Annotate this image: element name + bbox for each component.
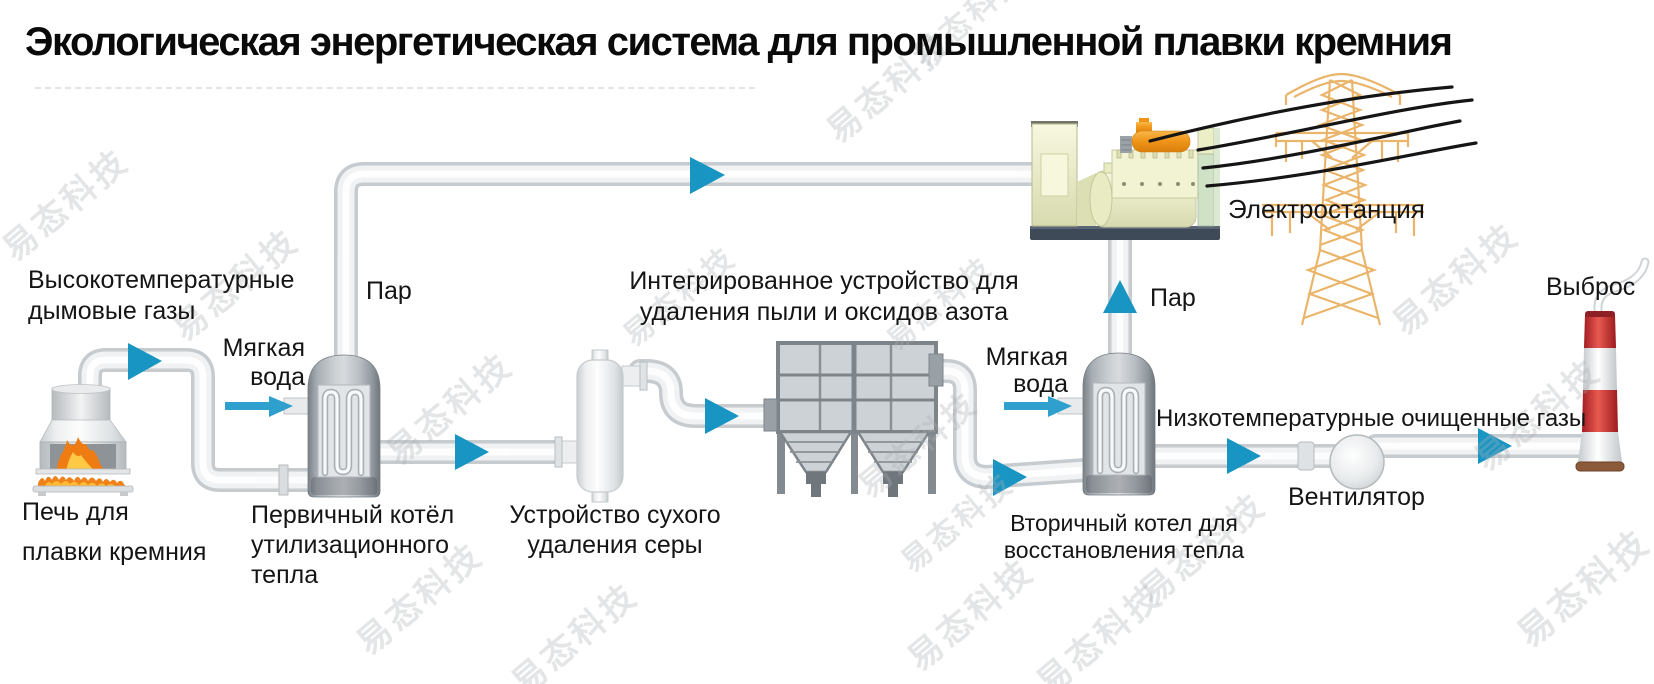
desulfurizer-icon bbox=[554, 349, 648, 503]
page-title: Экологическая энергетическая система для… bbox=[25, 20, 1453, 64]
soft-water-arrow-icon bbox=[1004, 396, 1072, 417]
chimney-icon bbox=[1575, 257, 1650, 472]
soft-water-label-1: Мягкая вода bbox=[222, 334, 305, 391]
secondary-boiler-label: Вторичный котел для восстановления тепла bbox=[1003, 510, 1245, 563]
flow-arrow-icon bbox=[993, 459, 1027, 496]
emission-label: Выброс bbox=[1546, 273, 1636, 301]
soft-water-arrow-icon bbox=[225, 396, 293, 417]
power-cables-icon bbox=[1148, 85, 1478, 188]
steam-up-arrow-icon bbox=[1103, 280, 1137, 313]
flue-gas-label: Высокотемпературные дымовые газы bbox=[28, 266, 295, 325]
flow-arrow-icon bbox=[1227, 438, 1261, 474]
primary-boiler-label: Первичный котёл утилизационного тепла bbox=[251, 501, 455, 589]
flow-arrow-icon bbox=[690, 157, 725, 194]
flow-arrow-icon bbox=[455, 434, 489, 470]
steam-label-2: Пар bbox=[1150, 284, 1196, 312]
flow-arrows bbox=[128, 157, 1512, 496]
fan-label: Вентилятор bbox=[1288, 483, 1425, 511]
power-plant-label: Электростанция bbox=[1228, 194, 1425, 224]
transmission-tower-icon bbox=[1262, 72, 1424, 326]
secondary-boiler-icon bbox=[1083, 353, 1155, 495]
desulfurizer-label: Устройство сухого удаления серы bbox=[509, 501, 721, 559]
silicon-furnace-icon bbox=[32, 384, 134, 496]
divider bbox=[35, 87, 755, 89]
fan-icon bbox=[1329, 434, 1385, 490]
primary-boiler-icon bbox=[308, 355, 380, 497]
flow-arrow-icon bbox=[705, 398, 739, 434]
soft-water-label-2: Мягкая вода bbox=[985, 343, 1068, 398]
flow-arrow-icon bbox=[1478, 428, 1512, 464]
dust-nox-removal-icon bbox=[763, 341, 944, 497]
furnace-label: Печь для плавки кремния bbox=[22, 498, 207, 566]
dust-removal-label: Интегрированное устройство для удаления … bbox=[629, 267, 1019, 326]
clean-gas-label: Низкотемпературные очищенные газы bbox=[1156, 405, 1587, 432]
power-plant-icon bbox=[1030, 118, 1220, 240]
flow-arrow-icon bbox=[128, 343, 162, 380]
steam-label-1: Пар bbox=[366, 277, 412, 305]
